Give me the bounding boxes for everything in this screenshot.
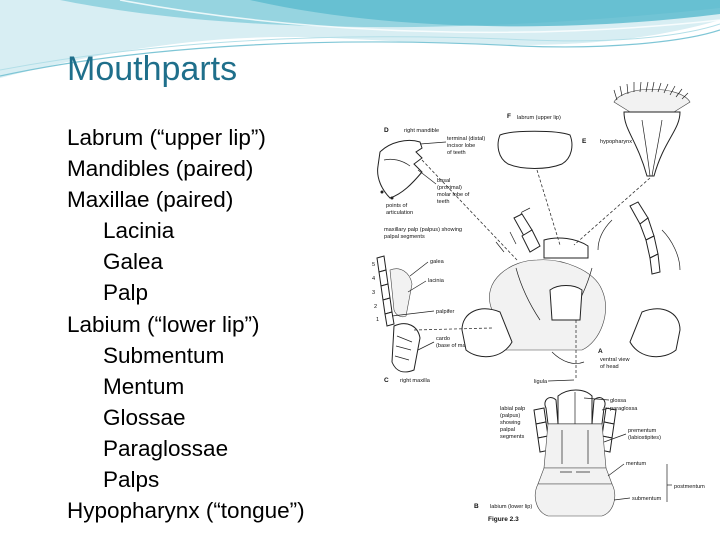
label-labial-palp-3: showing <box>500 420 521 426</box>
label-prementum-1: prementum <box>628 428 657 434</box>
bullet-glossae: Glossae <box>103 404 186 430</box>
label-hypopharynx: hypopharynx <box>600 139 632 145</box>
label-articulation-2: articulation <box>386 210 413 216</box>
bullet-palps: Palps <box>103 467 160 493</box>
bullet-mandibles: Mandibles (paired) <box>67 156 254 182</box>
mouthparts-figure: F labrum (upper lip) E hypopharynx D rig… <box>362 80 720 540</box>
panel-letter-b: B <box>474 503 479 510</box>
label-cardo-2: (base of maxilla) <box>436 343 477 349</box>
label-terminal-lobe-1: terminal (distal) <box>447 136 485 142</box>
label-ventral-view-2: of head <box>600 364 619 370</box>
label-basal-lobe-4: teeth <box>437 199 449 205</box>
label-right-maxilla: right maxilla <box>400 378 431 384</box>
label-basal-lobe-2: (proximal) <box>437 185 462 191</box>
label-maxillary-palp-2: palpal segments <box>384 234 425 240</box>
bullet-palp: Palp <box>103 280 149 306</box>
header-swoosh-decoration <box>0 0 720 78</box>
bullet-submentum: Submentum <box>103 342 225 368</box>
label-seg-5: 5 <box>372 262 375 268</box>
label-paraglossa: paraglossa <box>610 406 638 412</box>
label-seg-3: 3 <box>372 290 375 296</box>
head-ventral-drawing <box>461 201 681 364</box>
label-basal-lobe-3: molar lobe of <box>437 192 470 198</box>
mouthparts-illustration: F labrum (upper lip) E hypopharynx D rig… <box>372 81 705 523</box>
panel-letter-d: D <box>384 127 389 134</box>
bullet-lacinia: Lacinia <box>103 218 175 244</box>
bullet-labrum: Labrum (“upper lip”) <box>67 125 266 150</box>
maxilla-drawing <box>376 255 421 373</box>
label-cardo-1: cardo <box>436 336 450 342</box>
label-glossa: glossa <box>610 398 627 404</box>
label-right-mandible: right mandible <box>404 128 439 134</box>
label-labial-palp-4: palpal <box>500 427 515 433</box>
bullet-maxillae: Maxillae (paired) <box>67 187 234 213</box>
label-postmentum: postmentum <box>674 484 705 490</box>
label-maxillary-palp-1: maxillary palp (palpus) showing <box>384 227 462 233</box>
labrum-shape <box>497 130 573 169</box>
panel-letter-f: F <box>507 113 511 120</box>
label-terminal-lobe-3: of teeth <box>447 150 466 156</box>
label-seg-2: 2 <box>374 304 377 310</box>
label-seg-1: 1 <box>376 317 379 323</box>
panel-letter-e: E <box>582 138 587 145</box>
label-ligula: ligula <box>534 379 548 385</box>
figure-caption: Figure 2.3 <box>488 516 519 523</box>
label-labial-palp-1: labial palp <box>500 406 525 412</box>
label-mentum: mentum <box>626 461 647 467</box>
label-seg-4: 4 <box>372 276 375 282</box>
label-labial-palp-5: segments <box>500 434 524 440</box>
slide-title: Mouthparts <box>67 50 238 88</box>
bullet-paraglossae: Paraglossae <box>103 435 229 461</box>
labium-drawing <box>533 389 617 517</box>
hypopharynx-drawing <box>613 81 691 177</box>
label-galea: galea <box>430 259 445 265</box>
bullet-list: Labrum (“upper lip”) Mandibles (paired) … <box>67 122 305 526</box>
label-submentum: submentum <box>632 496 662 502</box>
label-lacinia: lacinia <box>428 278 445 284</box>
panel-letter-c: C <box>384 377 389 384</box>
label-labial-palp-2: (palpus) <box>500 413 520 419</box>
label-palpifer: palpifer <box>436 309 454 315</box>
bullet-hypopharynx: Hypopharynx (“tongue”) <box>67 498 305 524</box>
label-basal-lobe-1: basal <box>437 178 450 184</box>
bullet-labium: Labium (“lower lip”) <box>67 311 260 337</box>
label-ventral-view-1: ventral view <box>600 357 630 363</box>
label-articulation-1: points of <box>386 203 408 209</box>
panel-letter-a: A <box>598 348 603 355</box>
mandible-shape <box>377 139 423 199</box>
bullet-mentum: Mentum <box>103 373 185 399</box>
label-terminal-lobe-2: incisor lobe <box>447 143 475 149</box>
bullet-galea: Galea <box>103 249 164 275</box>
label-labium: labium (lower lip) <box>490 504 532 510</box>
label-labrum: labrum (upper lip) <box>517 115 561 121</box>
label-prementum-2: (labiostipites) <box>628 435 661 441</box>
